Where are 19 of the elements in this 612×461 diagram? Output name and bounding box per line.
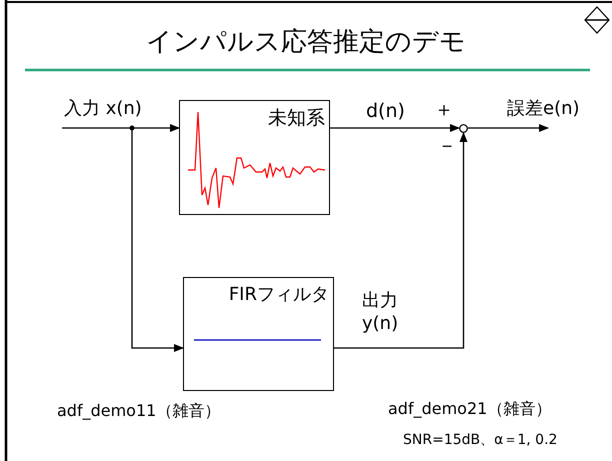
summing-junction bbox=[459, 124, 468, 133]
filter-box bbox=[183, 277, 334, 391]
arrow bbox=[62, 124, 180, 132]
arrow bbox=[330, 124, 460, 132]
signal-label: 入力 x(n) bbox=[64, 97, 142, 120]
minus-sign: － bbox=[437, 132, 457, 159]
arrow bbox=[468, 124, 549, 132]
demo-note: adf_demo11（雑音） bbox=[57, 401, 220, 422]
signal-label: 誤差e(n) bbox=[507, 97, 580, 120]
arrow bbox=[334, 132, 468, 349]
system-box bbox=[179, 100, 330, 215]
edge-label: d(n) bbox=[366, 100, 405, 122]
box-title: 未知系 bbox=[268, 106, 325, 131]
arrow bbox=[131, 128, 184, 352]
title: インパルス応答推定のデモ bbox=[146, 27, 466, 57]
demo-note: adf_demo21（雑音） bbox=[388, 399, 552, 420]
parameter-note: SNR=15dB、α＝1, 0.2 bbox=[403, 431, 558, 449]
plus-sign: ＋ bbox=[434, 96, 454, 123]
box-title: FIRフィルタ bbox=[228, 283, 329, 306]
